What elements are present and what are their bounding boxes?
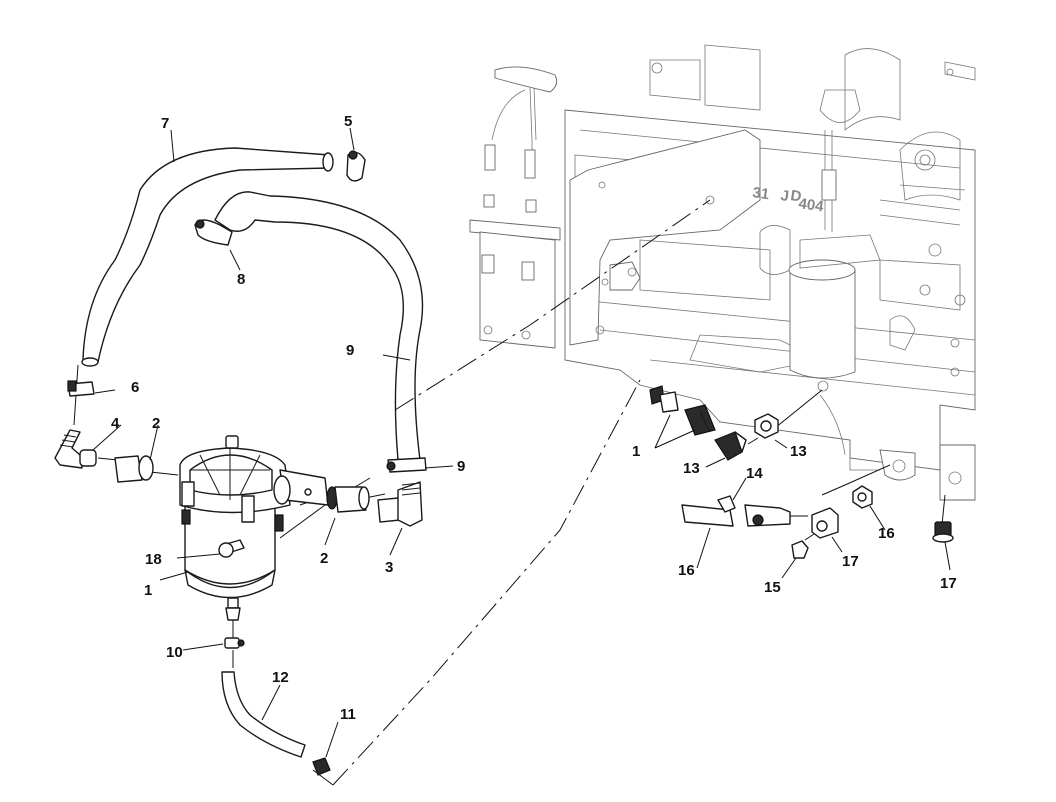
callout-7-lower: 9: [457, 458, 465, 475]
engine-marking-404: 404: [797, 195, 825, 215]
bolt-18: [218, 539, 245, 558]
callout-2-inlet: 2: [152, 415, 160, 432]
callout-18: 18: [145, 551, 162, 568]
callout-3: 3: [385, 559, 393, 576]
svg-text:31: 31: [751, 184, 770, 203]
engine-fuel-lines: [481, 66, 558, 281]
fitting-1-pair: [649, 385, 716, 436]
callout-14: 16: [678, 562, 695, 579]
callout-17: 17: [940, 575, 957, 592]
elbow-4: [54, 429, 97, 469]
clamp-5-top: [346, 150, 366, 182]
engine-marking-d: D: [789, 187, 802, 205]
adapter-2-inlet: [114, 455, 154, 483]
callout-15: 17: [842, 553, 859, 570]
nut-16: [852, 485, 873, 509]
adapter-2-outlet: [326, 486, 370, 513]
callout-11: 13: [683, 460, 700, 477]
plug-13-lower: [791, 540, 809, 559]
clamp-7-lower: [386, 457, 427, 473]
nut-12: [754, 413, 779, 439]
clamp-5-lower: [67, 380, 95, 397]
clamp-7-top: [194, 219, 233, 246]
filter-assembly: [179, 435, 329, 621]
callout-12: 13: [790, 443, 807, 460]
callout-5-top: 5: [344, 113, 352, 130]
elbow-11: [714, 431, 747, 461]
callout-10: 12: [272, 669, 289, 686]
hose-6: [82, 147, 334, 363]
engine-marking-j: J: [779, 187, 790, 205]
callout-13-upper: 14: [746, 465, 763, 482]
callout-13-lower: 15: [764, 579, 781, 596]
elbow-3: [377, 481, 423, 527]
callout-1-filter: 1: [144, 582, 152, 599]
callout-16: 16: [878, 525, 895, 542]
callout-8: 9: [346, 342, 354, 359]
callouts: 7 5 8 9 6 4 2 9 2 3 18 1 10 12 11 1 13 1…: [111, 113, 957, 723]
tee-block-15: [811, 507, 839, 539]
callout-5-lower: 6: [131, 379, 139, 396]
callout-9-upper: 10: [166, 644, 183, 661]
engine-markings: 31 J D 404: [751, 184, 825, 215]
drain-valve-14: [681, 495, 791, 527]
callout-6: 7: [161, 115, 169, 132]
engine-fuel-filter: [788, 130, 881, 392]
clamp-9-lower: [312, 757, 331, 776]
callout-9-lower: 11: [340, 706, 356, 723]
callout-2-outlet: 2: [320, 550, 328, 567]
callout-1-fittings: 1: [632, 443, 640, 460]
callout-leaders: [92, 127, 951, 758]
clamp-9-upper: [224, 637, 245, 649]
hose-8: [214, 191, 424, 461]
callout-7-top: 8: [237, 271, 245, 288]
mounting-bracket: [469, 129, 761, 349]
callout-4: 4: [111, 415, 120, 432]
drain-plug-17: [932, 521, 954, 543]
hose-10: [221, 671, 306, 758]
